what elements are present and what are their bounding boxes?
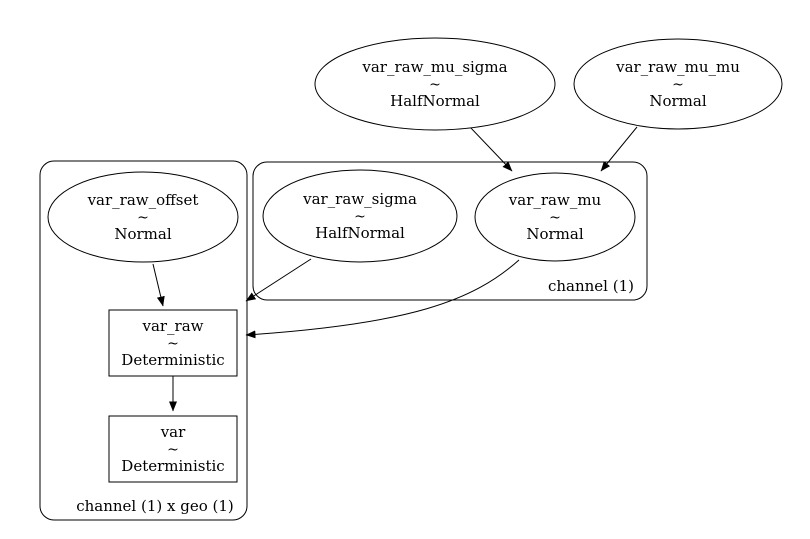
node-var_raw-dist: Deterministic <box>121 351 224 369</box>
node-var_raw_mu-ellipse <box>474 172 636 262</box>
cluster-channel-x-geo: channel (1) x geo (1) <box>39 160 248 521</box>
node-var_raw_sigma: var_raw_sigma ~ HalfNormal <box>262 169 458 263</box>
node-var_raw_mu_sigma-op: ~ <box>429 77 441 93</box>
node-var_raw_mu_mu: var_raw_mu_mu ~ Normal <box>573 38 783 130</box>
node-var_raw_mu_sigma-dist: HalfNormal <box>390 92 480 110</box>
node-var_raw_sigma-dist: HalfNormal <box>315 224 405 242</box>
node-var_raw_sigma-name: var_raw_sigma <box>302 190 417 208</box>
edge-var_raw_offset-to-var_raw <box>152 263 165 307</box>
cluster-channel-border <box>252 161 648 301</box>
cluster-channel-x-geo-label: channel (1) x geo (1) <box>76 497 234 515</box>
node-var: var ~ Deterministic <box>108 415 238 483</box>
edge-var_raw_mu_sigma-to-var_raw_mu <box>468 125 513 172</box>
cluster-channel-x-geo-border <box>39 160 248 521</box>
node-var_raw_mu_mu-ellipse <box>573 38 783 130</box>
node-var_raw_mu_mu-dist: Normal <box>649 92 706 110</box>
node-var_raw_mu-op: ~ <box>549 210 561 226</box>
node-var_raw_mu-name: var_raw_mu <box>508 191 602 209</box>
node-var-name: var <box>160 423 186 441</box>
node-var-box <box>108 415 238 483</box>
cluster-channel: channel (1) <box>252 161 648 301</box>
node-var_raw-op: ~ <box>167 336 179 352</box>
node-var_raw-box <box>108 309 238 377</box>
node-var_raw_mu-dist: Normal <box>526 225 583 243</box>
edge-var_raw_sigma-to-var_raw <box>245 258 312 302</box>
node-var_raw_mu: var_raw_mu ~ Normal <box>474 172 636 262</box>
edges <box>152 125 638 412</box>
node-var_raw: var_raw ~ Deterministic <box>108 309 238 377</box>
node-var_raw_offset-op: ~ <box>137 210 149 226</box>
node-var_raw_mu_sigma-ellipse <box>314 37 556 131</box>
node-var_raw_mu_sigma-name: var_raw_mu_sigma <box>361 58 507 76</box>
node-var_raw_mu_sigma: var_raw_mu_sigma ~ HalfNormal <box>314 37 556 131</box>
cluster-channel-label: channel (1) <box>548 277 634 295</box>
node-var_raw_mu_mu-op: ~ <box>672 77 684 93</box>
node-var_raw_offset: var_raw_offset ~ Normal <box>47 171 239 263</box>
node-var-op: ~ <box>167 442 179 458</box>
node-var_raw_sigma-op: ~ <box>354 209 366 225</box>
edge-var_raw_mu-to-var_raw <box>245 259 520 339</box>
node-var_raw-name: var_raw <box>141 317 203 335</box>
node-var-dist: Deterministic <box>121 457 224 475</box>
node-var_raw_offset-dist: Normal <box>114 225 171 243</box>
node-var_raw_offset-ellipse <box>47 171 239 263</box>
node-var_raw_mu_mu-name: var_raw_mu_mu <box>615 58 740 76</box>
node-var_raw_offset-name: var_raw_offset <box>87 191 199 209</box>
edge-var_raw_mu_mu-to-var_raw_mu <box>600 126 638 172</box>
node-var_raw_sigma-ellipse <box>262 169 458 263</box>
